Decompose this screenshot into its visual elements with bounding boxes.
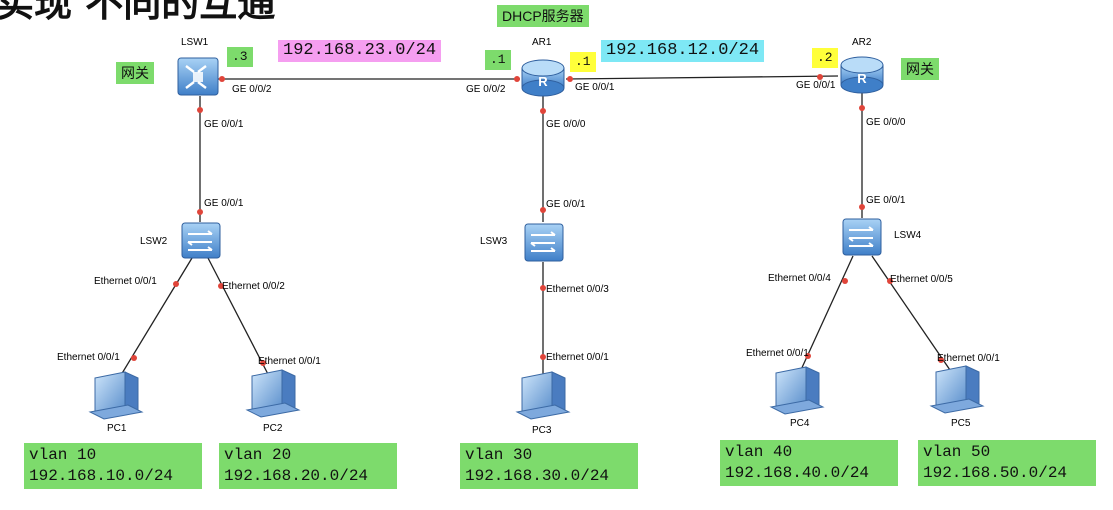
- host-id-lsw1: .3: [227, 47, 253, 67]
- port-dot: [887, 278, 893, 284]
- switch-icon[interactable]: [524, 223, 564, 262]
- title-fragment: 实现 不同的互通: [0, 0, 276, 25]
- network-23-label: 192.168.23.0/24: [278, 40, 442, 62]
- vlan-box-20: vlan 20 192.168.20.0/24: [219, 443, 397, 489]
- pc-icon[interactable]: [929, 365, 985, 414]
- pc-icon[interactable]: [88, 371, 144, 420]
- vlan-name: vlan 30: [465, 446, 533, 464]
- port-label: GE 0/0/1: [546, 199, 586, 210]
- link-lsw2-pc1: [117, 257, 193, 381]
- port-dot: [540, 354, 546, 360]
- pc-icon[interactable]: [515, 371, 571, 420]
- port-label: GE 0/0/2: [466, 84, 506, 95]
- vlan-box-40: vlan 40 192.168.40.0/24: [720, 440, 898, 486]
- link-ar1-ar2: [565, 75, 839, 80]
- port-dot: [859, 204, 865, 210]
- port-label: GE 0/0/1: [204, 119, 244, 130]
- port-label: Ethernet 0/0/1: [546, 352, 609, 363]
- device-name-lsw1: LSW1: [181, 37, 209, 48]
- host-id-ar1-left: .1: [485, 50, 511, 70]
- device-name-lsw4: LSW4: [894, 230, 922, 241]
- port-label: GE 0/0/1: [866, 195, 906, 206]
- router-icon[interactable]: R: [521, 59, 565, 97]
- port-dot: [805, 353, 811, 359]
- vlan-name: vlan 50: [923, 443, 991, 461]
- link-lsw4-pc4: [799, 255, 854, 373]
- port-label: Ethernet 0/0/1: [746, 348, 809, 359]
- port-dot: [567, 76, 573, 82]
- svg-text:R: R: [538, 74, 548, 89]
- port-label: GE 0/0/2: [232, 84, 272, 95]
- device-name-ar1: AR1: [532, 37, 552, 48]
- device-name-lsw3: LSW3: [480, 236, 508, 247]
- port-dot: [197, 209, 203, 215]
- switch-l3-icon[interactable]: [177, 57, 219, 96]
- port-label: GE 0/0/0: [866, 117, 906, 128]
- link-lsw2-pc2: [207, 257, 271, 379]
- port-dot: [260, 360, 266, 366]
- port-label: Ethernet 0/0/5: [890, 274, 953, 285]
- pc-icon[interactable]: [769, 366, 825, 415]
- device-name-pc3: PC3: [532, 425, 552, 436]
- link-lsw4-pc5: [871, 255, 951, 371]
- device-name-pc1: PC1: [107, 423, 127, 434]
- port-dot: [218, 283, 224, 289]
- gateway-label-lsw1: 网关: [116, 62, 154, 84]
- port-dot: [197, 107, 203, 113]
- port-dot: [540, 108, 546, 114]
- port-label: Ethernet 0/0/1: [94, 276, 157, 287]
- router-icon[interactable]: R: [840, 56, 884, 94]
- vlan-name: vlan 40: [725, 443, 793, 461]
- device-name-ar2: AR2: [852, 37, 872, 48]
- gateway-label-ar2: 网关: [901, 58, 939, 80]
- port-label: Ethernet 0/0/1: [258, 356, 321, 367]
- port-dot: [540, 285, 546, 291]
- vlan-subnet: 192.168.50.0/24: [923, 464, 1068, 482]
- vlan-subnet: 192.168.40.0/24: [725, 464, 870, 482]
- port-label: GE 0/0/1: [796, 80, 836, 91]
- vlan-subnet: 192.168.10.0/24: [29, 467, 174, 485]
- dhcp-server-label: DHCP服务器: [497, 5, 589, 27]
- port-label: Ethernet 0/0/2: [222, 281, 285, 292]
- svg-text:R: R: [857, 71, 867, 86]
- pc-icon[interactable]: [245, 369, 301, 418]
- port-dots: [131, 74, 944, 366]
- device-name-lsw2: LSW2: [140, 236, 168, 247]
- port-dot: [817, 74, 823, 80]
- vlan-subnet: 192.168.30.0/24: [465, 467, 610, 485]
- port-label: Ethernet 0/0/4: [768, 273, 831, 284]
- port-dot: [514, 76, 520, 82]
- port-dot: [859, 105, 865, 111]
- port-label: Ethernet 0/0/1: [57, 352, 120, 363]
- port-dot: [219, 76, 225, 82]
- vlan-name: vlan 10: [29, 446, 97, 464]
- switch-icon[interactable]: [181, 222, 221, 259]
- links: [117, 75, 951, 381]
- vlan-subnet: 192.168.20.0/24: [224, 467, 369, 485]
- port-dot: [938, 357, 944, 363]
- port-label: GE 0/0/1: [204, 198, 244, 209]
- port-label: Ethernet 0/0/1: [937, 353, 1000, 364]
- device-name-pc2: PC2: [263, 423, 283, 434]
- switch-icon[interactable]: [842, 218, 882, 256]
- network-12-label: 192.168.12.0/24: [601, 40, 765, 62]
- port-dot: [842, 278, 848, 284]
- port-label: GE 0/0/0: [546, 119, 586, 130]
- port-dot: [131, 355, 137, 361]
- host-id-ar2: .2: [812, 48, 838, 68]
- port-dot: [540, 207, 546, 213]
- vlan-box-50: vlan 50 192.168.50.0/24: [918, 440, 1096, 486]
- vlan-box-10: vlan 10 192.168.10.0/24: [24, 443, 202, 489]
- port-label: Ethernet 0/0/3: [546, 284, 609, 295]
- device-name-pc4: PC4: [790, 418, 810, 429]
- vlan-box-30: vlan 30 192.168.30.0/24: [460, 443, 638, 489]
- vlan-name: vlan 20: [224, 446, 292, 464]
- host-id-ar1-right: .1: [570, 52, 596, 72]
- port-dot: [173, 281, 179, 287]
- device-name-pc5: PC5: [951, 418, 971, 429]
- port-label: GE 0/0/1: [575, 82, 615, 93]
